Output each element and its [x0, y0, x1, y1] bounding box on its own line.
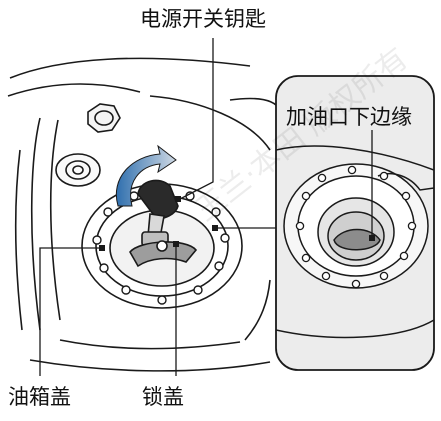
label-fuel-tank-cap: 油箱盖 — [8, 385, 71, 409]
rotation-arrow-icon — [115, 144, 177, 207]
label-filler-neck-edge: 加油口下边缘 — [284, 104, 414, 130]
leader-lines — [39, 38, 373, 376]
tank-outline — [7, 57, 281, 372]
label-ignition-key: 电源开关钥匙 — [140, 7, 266, 31]
tank-bolt — [87, 103, 121, 133]
filler-detail-panel — [275, 75, 435, 371]
cap-bolts — [92, 191, 230, 305]
label-lock-cover: 锁盖 — [142, 385, 184, 409]
vent-cap — [55, 153, 101, 187]
leader-dots — [99, 196, 375, 251]
ignition-key — [129, 179, 198, 268]
